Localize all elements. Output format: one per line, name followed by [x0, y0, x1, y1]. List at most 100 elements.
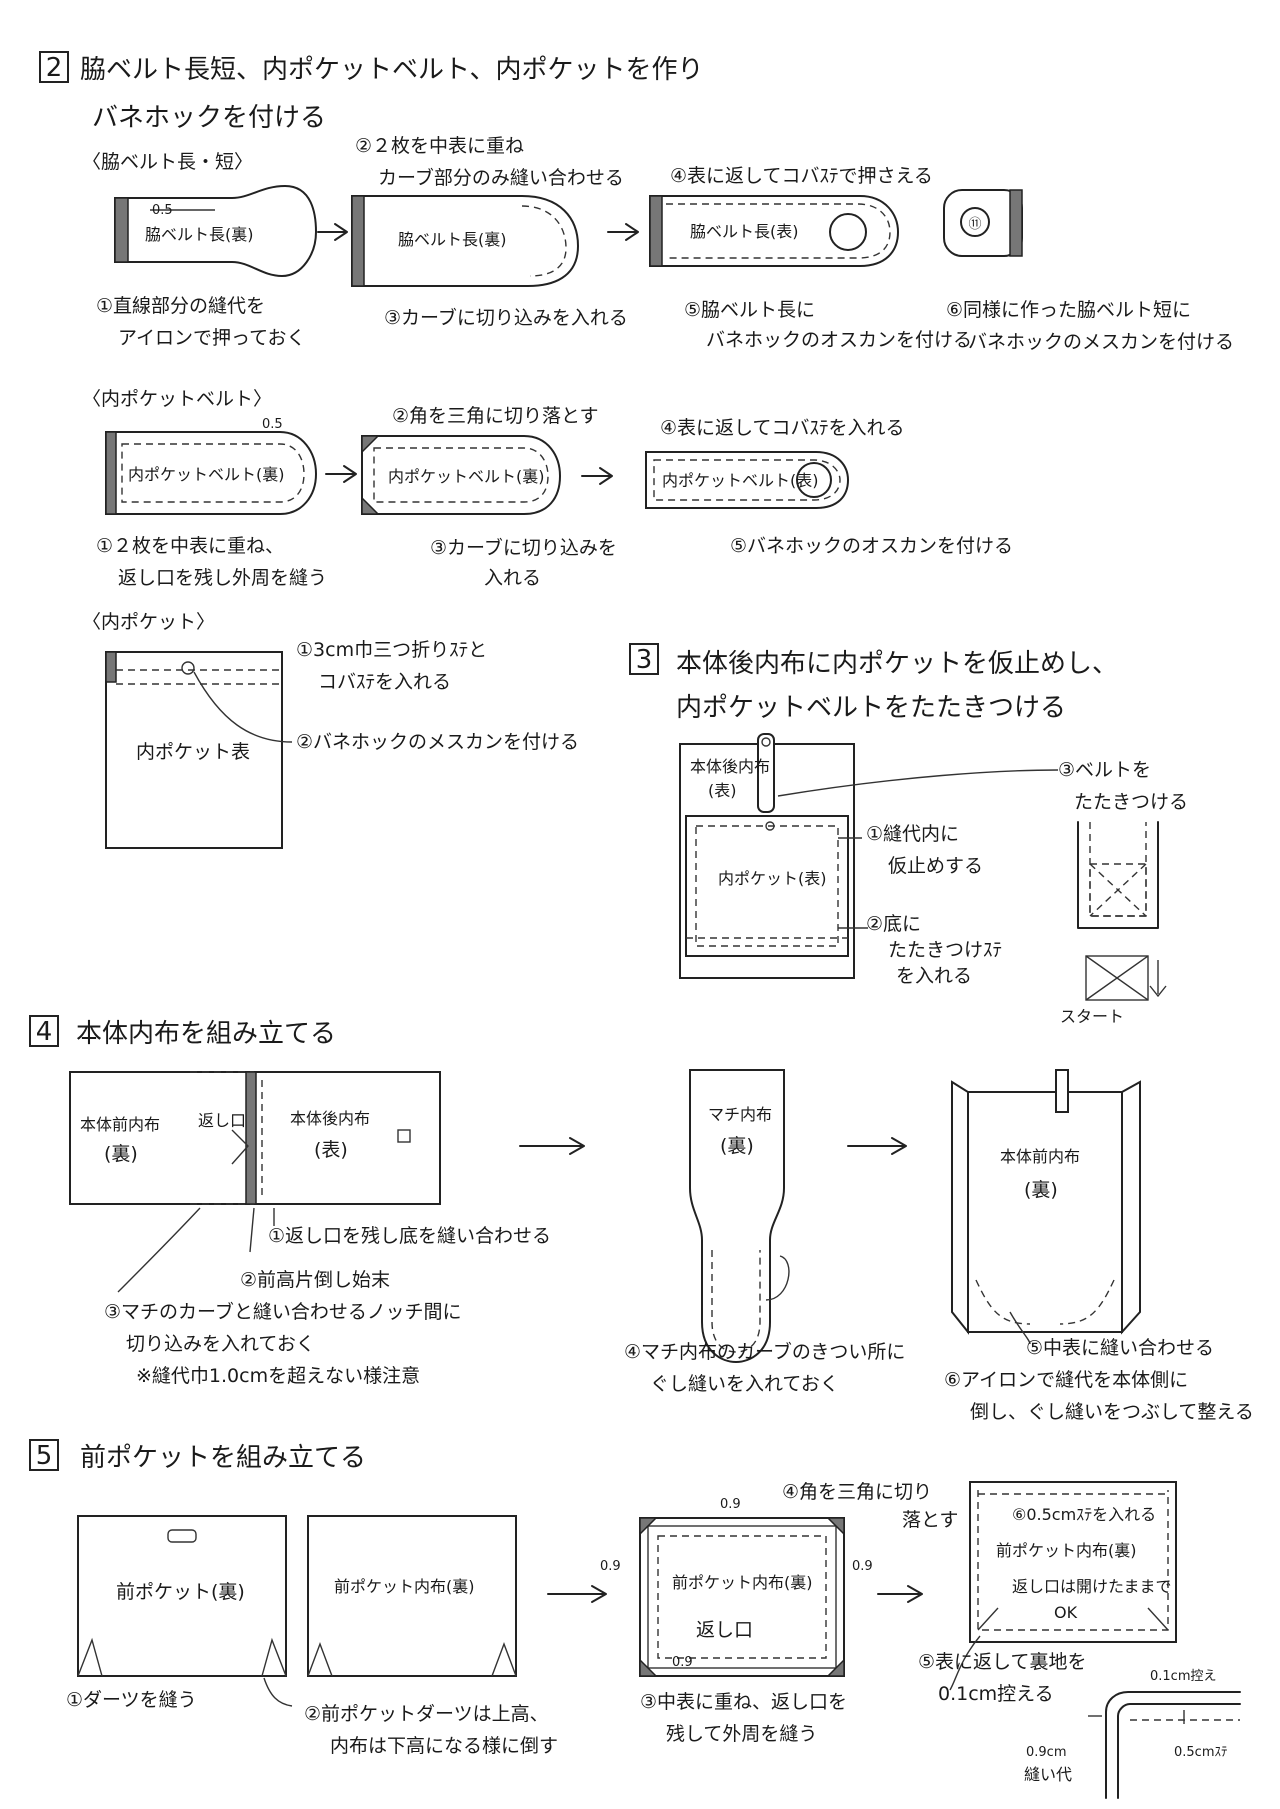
section-3-box — [629, 643, 659, 675]
section-5-title: 前ポケットを組み立てる — [80, 1443, 366, 1473]
back-inner-label-2: (表) — [314, 1139, 348, 1161]
section-2-title-line1: 脇ベルト長短、内ポケットベルト、内ポケットを作り — [80, 55, 703, 85]
sec4-step-3b: 切り込みを入れておく — [126, 1333, 315, 1355]
front-inner-label-1: 本体前内布 — [80, 1115, 160, 1134]
back-inner-panel-label-1: 本体後内布 — [690, 757, 770, 776]
sec5-step-1: ①ダーツを縫う — [66, 1689, 197, 1711]
section-5-number: 5 — [36, 1441, 53, 1471]
detail-left-label-1: 0.9cm — [1026, 1745, 1067, 1760]
inner-pocket-belt-step-1b: 返し口を残し外周を縫う — [118, 567, 327, 589]
sec3-step-3b: たたきつける — [1074, 791, 1188, 813]
front-pocket-layered-label: 前ポケット内布(裏) — [672, 1573, 813, 1592]
section-3-title-line2: 内ポケットベルトをたたきつける — [676, 693, 1066, 723]
dim-09-top: 0.9 — [720, 1497, 741, 1512]
inner-pocket-label: 内ポケット表 — [136, 741, 250, 763]
leader-4-step2 — [249, 1207, 255, 1253]
sec4-step-1: ①返し口を残し底を縫い合わせる — [268, 1225, 551, 1247]
arrow-5-1 — [547, 1585, 607, 1603]
sec3-step-1b: 仮止めする — [888, 855, 983, 877]
sec4-step-4b: ぐし縫いを入れておく — [650, 1373, 839, 1395]
sec4-step-3c: ※縫代巾1.0cmを超えない様注意 — [136, 1365, 420, 1387]
gusset-inner-piece — [689, 1069, 785, 1364]
inner-pocket-belt-piece-2-label: 内ポケットベルト(裏) — [388, 467, 545, 486]
sec3-step-2b: たたきつけｽﾃ — [888, 939, 1002, 961]
sec4-step-6a: ⑥アイロンで縫代を本体側に — [944, 1369, 1188, 1391]
inner-pocket-belt-piece-3 — [645, 451, 850, 509]
front-inner-label-2: (裏) — [104, 1143, 138, 1165]
sec5-step-5a: ⑤表に返して裏地を — [918, 1651, 1086, 1673]
sec4-step-6b: 倒し、ぐし縫いをつぶして整える — [970, 1401, 1254, 1423]
arrow-2a-2 — [607, 223, 639, 241]
leader-4-step3 — [117, 1207, 201, 1293]
sec3-step-2a: ②底に — [866, 913, 921, 935]
opening-note: 返し口は開けたままで — [1012, 1577, 1172, 1596]
leader-4-step5 — [1009, 1311, 1031, 1345]
inner-pocket-heading: 〈内ポケット〉 — [82, 611, 215, 633]
arrow-4-2 — [847, 1137, 907, 1155]
opening-label: 返し口 — [198, 1111, 246, 1130]
sec4-step-2: ②前高片倒し始末 — [240, 1269, 390, 1291]
side-belt-step-1b: アイロンで押っておく — [118, 327, 306, 349]
sec5-step-4a: ④角を三角に切り — [782, 1481, 932, 1503]
side-belt-seam-dim: 0.5 — [152, 203, 173, 218]
front-pocket-piece — [77, 1515, 287, 1677]
gusset-label-1: マチ内布 — [708, 1105, 772, 1124]
side-belt-step-6a: ⑥同様に作った脇ベルト短に — [946, 299, 1191, 321]
side-belt-piece-3 — [649, 195, 900, 267]
dim-09-right: 0.9 — [852, 1559, 873, 1574]
female-snap-icon: ⑪ — [968, 217, 981, 232]
detail-left-label-2: 縫い代 — [1024, 1765, 1072, 1784]
back-inner-panel — [679, 733, 855, 979]
side-belt-piece-1 — [114, 184, 318, 278]
inner-pocket-belt-piece-2 — [361, 435, 562, 515]
inner-pocket-belt-step-5: ⑤バネホックのオスカンを付ける — [730, 535, 1013, 557]
dim-09-left: 0.9 — [600, 1559, 621, 1574]
front-pocket-lining-label: 前ポケット内布(裏) — [334, 1577, 475, 1596]
sec5-step-6: ⑥0.5cmｽﾃを入れる — [1012, 1505, 1156, 1524]
side-belt-step-2a: ②２枚を中表に重ね — [355, 135, 524, 157]
front-pocket-finished — [969, 1481, 1177, 1643]
sec5-step-3a: ③中表に重ね、返し口を — [640, 1691, 847, 1713]
section-2-title-line2: バネホックを付ける — [92, 103, 326, 133]
sec3-start: スタート — [1060, 1007, 1124, 1026]
leader-5-step2 — [263, 1677, 293, 1707]
inner-pocket-step-2: ②バネホックのメスカンを付ける — [296, 731, 579, 753]
side-belt-short-piece — [943, 189, 1023, 257]
sec4-step-4a: ④マチ内布のカーブのきつい所に — [624, 1340, 905, 1363]
side-belt-piece-2 — [351, 195, 580, 287]
inner-pocket-piece — [105, 651, 283, 849]
section-3-title-line1: 本体後内布に内ポケットを仮止めし、 — [676, 649, 1118, 679]
inner-pocket-belt-piece-3-label: 内ポケットベルト(表) — [662, 471, 819, 490]
side-belt-piece-2-label: 脇ベルト長(裏) — [398, 230, 507, 249]
back-inner-label-1: 本体後内布 — [290, 1109, 370, 1128]
side-belt-step-5a: ⑤脇ベルト長に — [684, 299, 815, 321]
arrow-2a-1 — [317, 223, 348, 241]
arrow-2b-2 — [581, 467, 613, 485]
sec5-step-2b: 内布は下高になる様に倒す — [330, 1735, 558, 1757]
side-belt-step-5b: バネホックのオスカンを付ける — [706, 329, 972, 351]
section-2-box — [39, 51, 69, 83]
back-inner-panel-label-2: (表) — [708, 781, 737, 800]
sec4-step-3a: ③マチのカーブと縫い合わせるノッチ間に — [104, 1300, 462, 1323]
sec5-step-2a: ②前ポケットダーツは上高、 — [304, 1703, 549, 1725]
belt-stitch-detail — [1077, 821, 1167, 1001]
section-3-number: 3 — [636, 645, 653, 675]
front-pocket-layered — [639, 1517, 845, 1677]
section-4-box — [29, 1015, 59, 1047]
seam-edge-detail — [1088, 1691, 1241, 1799]
detail-top-label: 0.1cm控え — [1150, 1669, 1217, 1684]
side-belt-step-1a: ①直線部分の縫代を — [96, 295, 265, 317]
dim-09-bottom: 0.9 — [672, 1655, 693, 1670]
inner-pocket-belt-step-2: ②角を三角に切り落とす — [392, 405, 598, 427]
leader-belt — [777, 769, 1059, 797]
side-belt-step-6b: バネホックのメスカンを付ける — [968, 331, 1234, 353]
inner-pocket-step-1a: ①3cm巾三つ折りｽﾃと — [296, 639, 487, 661]
body-inner-label-1: 本体前内布 — [1000, 1147, 1080, 1166]
body-inner-label-2: (裏) — [1024, 1179, 1058, 1201]
sec3-step-2c: を入れる — [896, 965, 972, 987]
inner-panels-joined — [69, 1071, 441, 1205]
gusset-label-2: (裏) — [720, 1135, 754, 1157]
inner-pocket-belt-step-3a: ③カーブに切り込みを — [430, 536, 617, 559]
side-belt-step-2b: カーブ部分のみ縫い合わせる — [378, 166, 624, 189]
inner-pocket-belt-step-1a: ①２枚を中表に重ね、 — [96, 535, 284, 557]
